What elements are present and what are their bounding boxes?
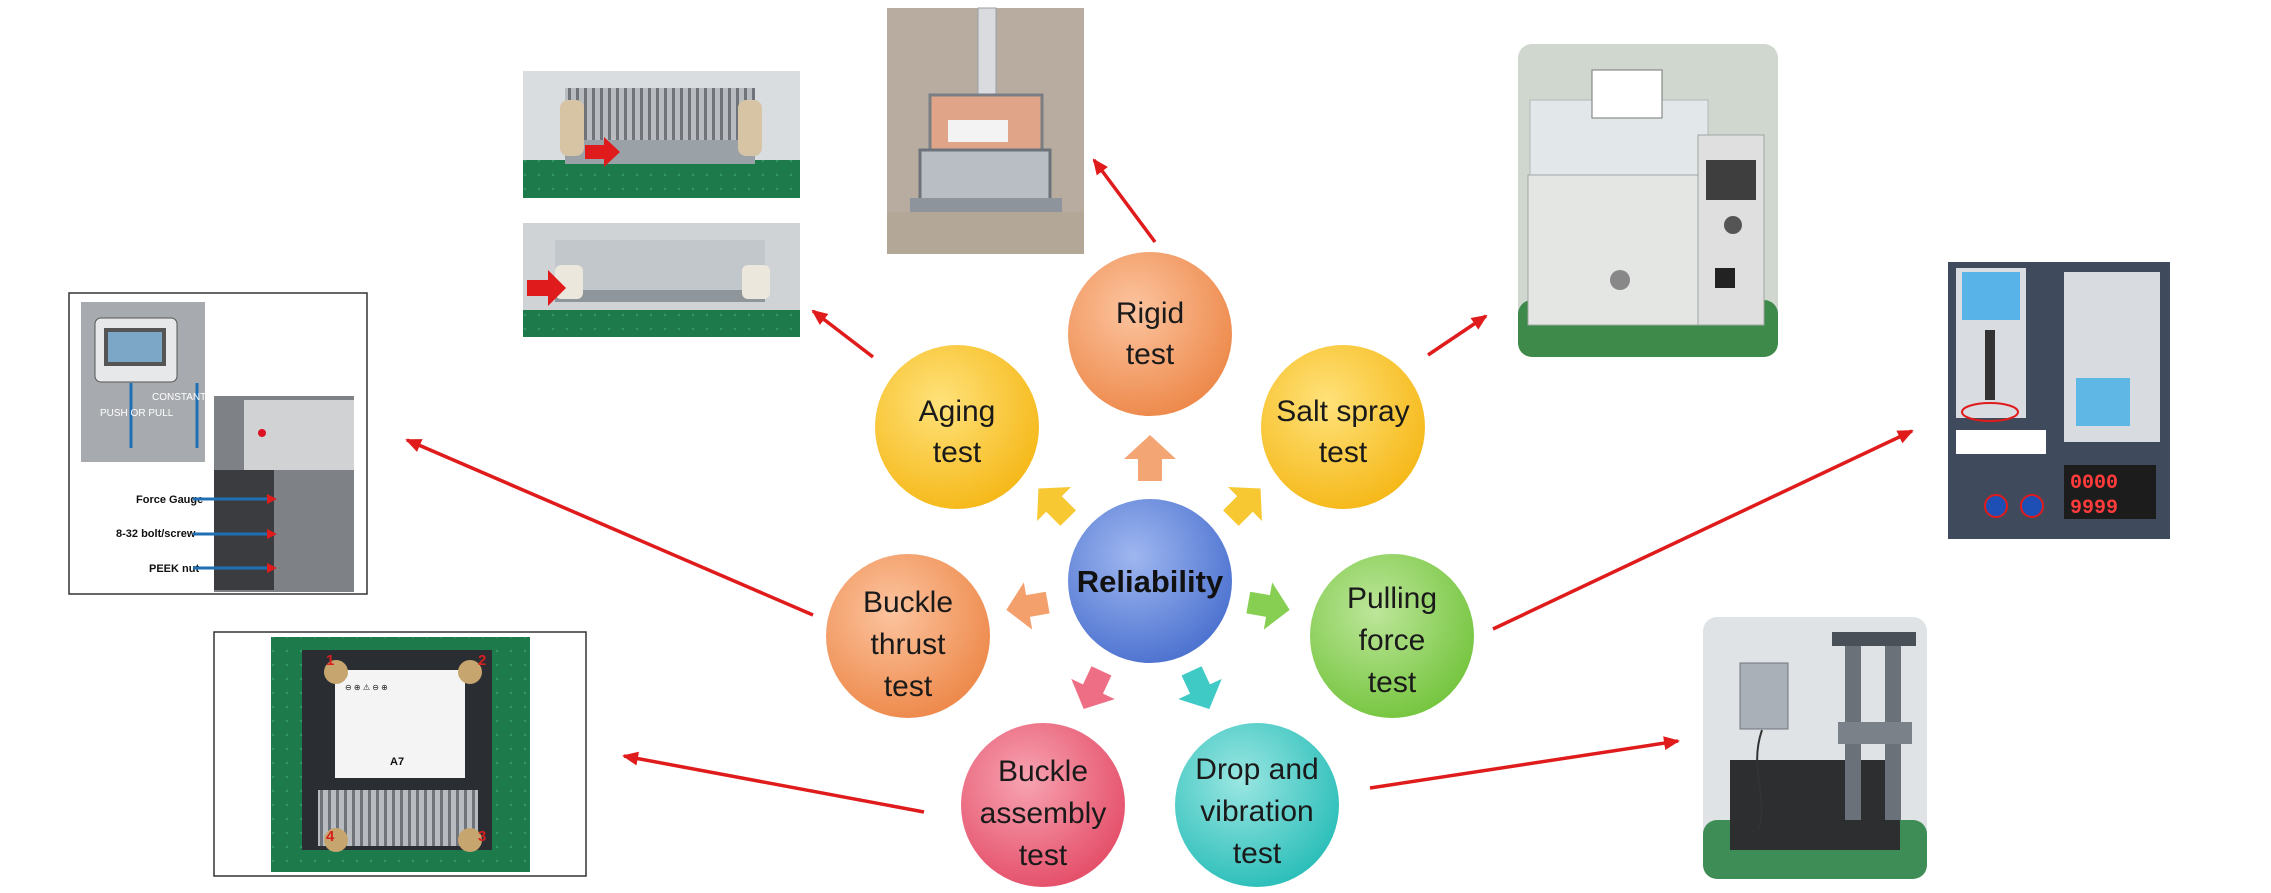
arrow-to-salt-spray-photo bbox=[1427, 314, 1488, 357]
node-drop-vibration-line2: vibration bbox=[1200, 795, 1313, 828]
assembly-label-lines: ⊖ ⊕ ⚠ ⊖ ⊕ bbox=[345, 683, 388, 692]
arrow-to-drop-vibration-photo bbox=[1369, 736, 1680, 790]
photo-aging-test-1 bbox=[523, 71, 800, 198]
connector-arrows bbox=[405, 158, 1914, 814]
photo-pulling-force-test: 0000 9999 bbox=[1948, 262, 2170, 539]
photo-rigid-test bbox=[887, 7, 1084, 254]
force-gauge-label: Force Gauge bbox=[136, 494, 203, 506]
peek-nut-label: PEEK nut bbox=[149, 563, 199, 575]
corner-2: 2 bbox=[478, 652, 486, 669]
node-aging-line1: Aging bbox=[919, 395, 996, 428]
arrow-right-icon bbox=[1246, 582, 1290, 630]
node-buckle-thrust-line2: thrust bbox=[870, 628, 946, 661]
node-aging-test: Aging test bbox=[875, 345, 1039, 509]
arrow-left-icon bbox=[1006, 582, 1050, 630]
node-buckle-assembly-line2: assembly bbox=[980, 797, 1107, 830]
node-drop-vibration-line1: Drop and bbox=[1195, 753, 1318, 786]
arrow-down-right-icon bbox=[1178, 666, 1222, 709]
node-buckle-thrust-line3: test bbox=[884, 670, 933, 703]
arrow-to-buckle-assembly-photo bbox=[622, 751, 925, 814]
arrow-down-left-icon bbox=[1071, 666, 1115, 709]
constant-label: CONSTANT bbox=[152, 392, 206, 403]
block-arrows bbox=[1006, 435, 1290, 709]
display-top: 0000 bbox=[2070, 472, 2118, 495]
node-buckle-assembly-line3: test bbox=[1019, 839, 1068, 872]
node-pulling-force-line2: force bbox=[1359, 624, 1426, 657]
corner-4: 4 bbox=[326, 828, 335, 845]
arrow-to-rigid-photo bbox=[1092, 158, 1157, 244]
arrow-up-right-icon bbox=[1223, 487, 1262, 526]
push-pull-label: PUSH OR PULL bbox=[100, 408, 174, 419]
node-pulling-force-line1: Pulling bbox=[1347, 582, 1437, 615]
photo-drop-vibration-test bbox=[1703, 617, 1927, 879]
node-salt-spray-test: Salt spray test bbox=[1261, 345, 1425, 509]
display-bottom: 9999 bbox=[2070, 497, 2118, 520]
arrow-to-pulling-force-photo bbox=[1492, 429, 1914, 631]
bolt-label: 8-32 bolt/screw bbox=[116, 528, 196, 540]
node-rigid-line1: Rigid bbox=[1116, 297, 1184, 330]
photo-buckle-thrust-test: PUSH OR PULL CONSTANT Force Gauge 8-32 b… bbox=[68, 292, 368, 595]
node-buckle-thrust-test: Buckle thrust test bbox=[826, 554, 990, 718]
assembly-code: A7 bbox=[390, 756, 404, 768]
center-node: Reliability bbox=[1068, 499, 1232, 663]
corner-1: 1 bbox=[326, 652, 334, 669]
node-rigid-line2: test bbox=[1126, 338, 1175, 371]
corner-3: 3 bbox=[478, 828, 486, 845]
node-pulling-force-test: Pulling force test bbox=[1310, 554, 1474, 718]
node-drop-vibration-test: Drop and vibration test bbox=[1175, 723, 1339, 887]
node-salt-spray-line1: Salt spray bbox=[1276, 395, 1409, 428]
photo-aging-test-2 bbox=[523, 223, 800, 337]
arrow-to-buckle-thrust-photo bbox=[405, 438, 814, 617]
arrow-up-icon bbox=[1124, 435, 1176, 481]
node-buckle-assembly-test: Buckle assembly test bbox=[961, 723, 1125, 887]
photo-buckle-assembly-test: ⊖ ⊕ ⚠ ⊖ ⊕ A7 1 2 3 4 bbox=[213, 631, 587, 877]
node-buckle-thrust-line1: Buckle bbox=[863, 586, 953, 619]
node-drop-vibration-line3: test bbox=[1233, 837, 1282, 870]
node-rigid-test: Rigid test bbox=[1068, 252, 1232, 416]
arrow-to-aging-photo bbox=[811, 309, 875, 359]
node-buckle-assembly-line1: Buckle bbox=[998, 755, 1088, 788]
node-salt-spray-line2: test bbox=[1319, 436, 1368, 469]
arrow-up-left-icon bbox=[1037, 487, 1076, 526]
photo-salt-spray-test bbox=[1518, 44, 1778, 357]
node-pulling-force-line3: test bbox=[1368, 666, 1417, 699]
center-label: Reliability bbox=[1077, 564, 1224, 599]
node-aging-line2: test bbox=[933, 436, 982, 469]
